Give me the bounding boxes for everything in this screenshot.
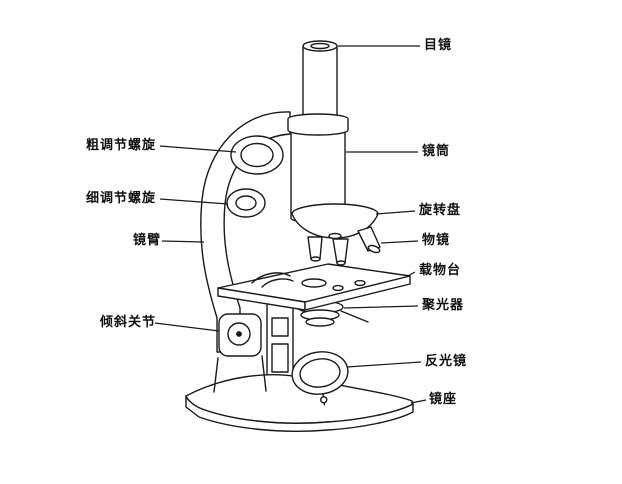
leader-mirror bbox=[346, 361, 422, 368]
label-body-tube: 镜筒 bbox=[422, 144, 451, 159]
label-objective: 物镜 bbox=[422, 233, 451, 248]
base-drawing bbox=[185, 355, 414, 432]
leader-arm bbox=[161, 240, 205, 243]
label-condenser: 聚光器 bbox=[422, 298, 465, 313]
leader-objective bbox=[380, 240, 419, 244]
leader-fine-adjustment bbox=[159, 198, 229, 205]
label-nosepiece: 旋转盘 bbox=[419, 203, 462, 218]
objectives-drawing bbox=[307, 226, 381, 266]
leader-lines bbox=[154, 45, 427, 404]
label-stage: 载物台 bbox=[419, 263, 462, 278]
leader-inclination-joint bbox=[154, 322, 220, 332]
leader-nosepiece bbox=[375, 210, 416, 215]
label-coarse-adjustment: 粗调节螺旋 bbox=[86, 138, 157, 153]
coarse-knob-drawing bbox=[230, 135, 284, 175]
eyepiece-drawing bbox=[302, 40, 338, 120]
leader-condenser bbox=[343, 305, 419, 309]
fine-knob-drawing bbox=[226, 188, 266, 218]
label-mirror: 反光镜 bbox=[425, 354, 468, 369]
label-fine-adjustment: 细调节螺旋 bbox=[86, 191, 157, 206]
label-arm: 镜臂 bbox=[133, 233, 162, 248]
label-base: 镜座 bbox=[429, 392, 458, 407]
label-eyepiece: 目镜 bbox=[424, 38, 453, 53]
tube-collar-drawing bbox=[287, 113, 349, 136]
mirror-drawing bbox=[291, 351, 349, 406]
label-inclination-joint: 倾斜关节 bbox=[100, 315, 157, 330]
leader-stage bbox=[405, 271, 416, 278]
leader-base bbox=[410, 399, 427, 404]
stage-drawing bbox=[217, 263, 411, 311]
leader-coarse-adjustment bbox=[159, 145, 237, 153]
inclination-joint-drawing bbox=[218, 313, 262, 357]
